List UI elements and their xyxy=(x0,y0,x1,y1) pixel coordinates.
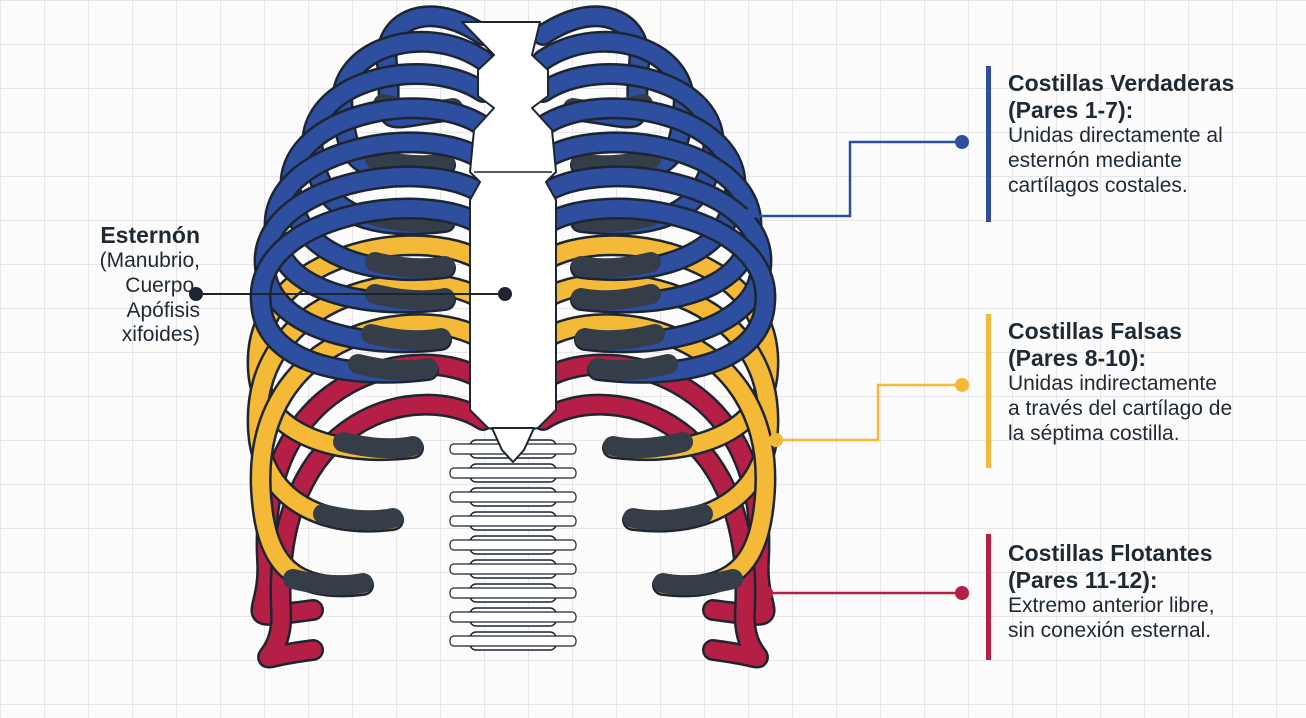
costal-cartilage-9-left xyxy=(323,514,393,520)
floating-ribs-label: Costillas Flotantes (Pares 11-12): Extre… xyxy=(1008,540,1300,644)
floating-ribs-leader-dot-a xyxy=(759,586,773,600)
costal-cartilage-7-left xyxy=(358,364,428,370)
vertebra-5-process xyxy=(450,540,576,550)
true-ribs-leader-dot-a xyxy=(741,209,755,223)
costal-cartilage-6-right xyxy=(585,334,655,340)
sternum-label: Esternón (Manubrio, Cuerpo, Apófisis xif… xyxy=(40,222,200,348)
vertebra-8-process xyxy=(450,612,576,622)
costal-cartilage-5-right xyxy=(581,294,651,300)
true-ribs-label: Costillas Verdaderas (Pares 1-7): Unidas… xyxy=(1008,70,1300,199)
costal-cartilage-7-right xyxy=(598,364,668,370)
vertebra-9-process xyxy=(450,636,576,646)
sternum-leader-end-dot xyxy=(498,287,512,301)
true-ribs-leader xyxy=(748,142,962,216)
true-ribs-bar xyxy=(986,66,991,222)
costal-cartilage-9-right xyxy=(633,514,703,520)
floating-ribs-label-title: Costillas Flotantes (Pares 11-12): xyxy=(1008,540,1300,594)
sternum-label-desc: (Manubrio, Cuerpo, Apófisis xifoides) xyxy=(40,249,200,348)
costal-cartilage-4-right xyxy=(581,262,651,268)
costal-cartilage-2-right xyxy=(581,159,651,165)
vertebra-7-process xyxy=(450,588,576,598)
false-ribs-label: Costillas Falsas (Pares 8-10): Unidas in… xyxy=(1008,318,1304,447)
costal-cartilage-10-right xyxy=(663,579,733,585)
floating-ribs-bar xyxy=(986,534,991,660)
false-ribs-label-title: Costillas Falsas (Pares 8-10): xyxy=(1008,318,1304,372)
costal-cartilage-2-left xyxy=(375,159,445,165)
vertebra-3-process xyxy=(450,492,576,502)
vertebral-column xyxy=(450,440,576,650)
true-ribs-label-title: Costillas Verdaderas (Pares 1-7): xyxy=(1008,70,1300,124)
vertebra-6-process xyxy=(450,564,576,574)
vertebra-2-process xyxy=(450,468,576,478)
true-ribs-leader-dot-b xyxy=(955,135,969,149)
false-ribs-leader-dot-a xyxy=(769,433,783,447)
true-ribs-label-desc: Unidas directamente al esternón mediante… xyxy=(1008,124,1300,198)
false-ribs-bar xyxy=(986,314,991,468)
vertebra-4-process xyxy=(450,516,576,526)
floating-ribs-label-desc: Extremo anterior libre, sin conexión est… xyxy=(1008,594,1300,644)
floating-ribs-leader-dot-b xyxy=(955,586,969,600)
costal-cartilage-6-left xyxy=(371,334,441,340)
costal-cartilage-8-right xyxy=(613,442,683,448)
costal-cartilage-4-left xyxy=(375,262,445,268)
costal-cartilage-8-left xyxy=(343,442,413,448)
false-ribs-leader-dot-b xyxy=(955,378,969,392)
sternum-label-title: Esternón xyxy=(40,222,200,249)
false-ribs-label-desc: Unidas indirectamente a través del cartí… xyxy=(1008,372,1304,446)
costal-cartilage-10-left xyxy=(293,579,363,585)
false-ribs-leader xyxy=(776,385,962,440)
